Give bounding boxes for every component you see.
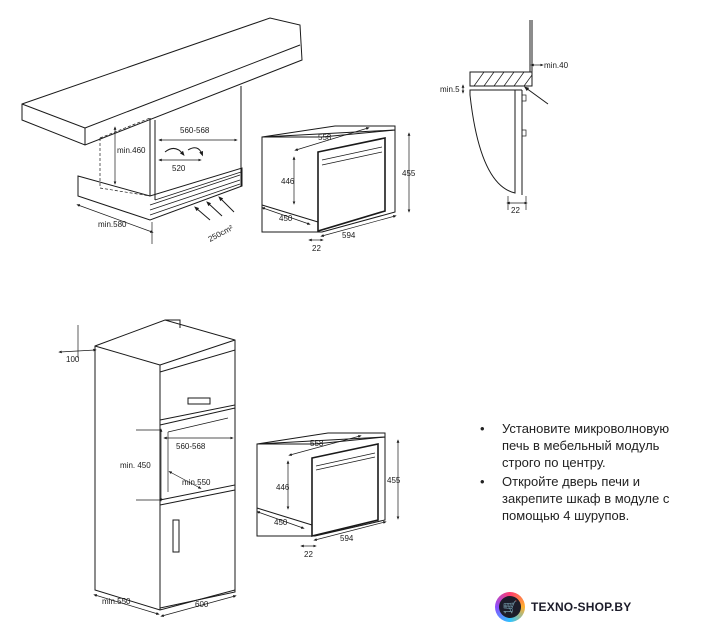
dim-min550: min.550 [182,478,211,487]
dim-446-b: 446 [276,483,290,492]
logo-text: TEXNO-SHOP.BY [531,600,632,614]
dim-450: 450 [279,214,293,223]
dim-594: 594 [342,231,356,240]
dim-558-b: 558 [310,439,324,448]
shop-logo: 🛒 TEXNO-SHOP.BY [495,590,631,624]
dim-600: 600 [195,600,209,609]
dim-min550-bottom: min.550 [102,597,131,606]
side-view: min.40 min.5 22 [440,20,569,215]
dim-594-b: 594 [340,534,354,543]
oven-dimensions-top: 558 446 455 450 594 22 [261,125,416,253]
dim-455: 455 [402,169,416,178]
dim-558: 558 [318,133,332,142]
dim-min450: min. 450 [120,461,151,470]
dim-560-568: 560-568 [180,126,210,135]
installation-notes: Установите микроволновую печь в мебельны… [478,420,700,526]
dim-520: 520 [172,164,186,173]
plinth [77,167,243,221]
dim-450-b: 450 [274,518,288,527]
dim-22-top: 22 [312,244,321,253]
dim-min580: min.580 [98,220,127,229]
dim-min5: min.5 [440,85,460,94]
cart-logo-icon: 🛒 [495,592,525,622]
note-item: Откройте дверь печи и закрепите шкаф в м… [478,473,700,524]
under-counter-installation: min.460 560-568 520 min.580 250cm² [21,17,303,244]
side-oven-profile [469,89,516,194]
countertop [21,17,303,146]
dim-min40: min.40 [544,61,569,70]
tall-cabinet-installation: 100 560-568 min. 450 min.550 min.550 600 [58,319,237,617]
vent-area: 250cm² [207,223,235,244]
dim-100: 100 [66,355,80,364]
dim-560-568-tall: 560-568 [176,442,206,451]
dim-min460: min.460 [117,146,146,155]
dim-446: 446 [281,177,295,186]
note-item: Установите микроволновую печь в мебельны… [478,420,700,471]
dim-22-b: 22 [304,550,313,559]
oven-dimensions-bottom: 558 446 455 450 594 22 [256,432,401,559]
dim-455-b: 455 [387,476,401,485]
dim-22-side: 22 [511,206,520,215]
